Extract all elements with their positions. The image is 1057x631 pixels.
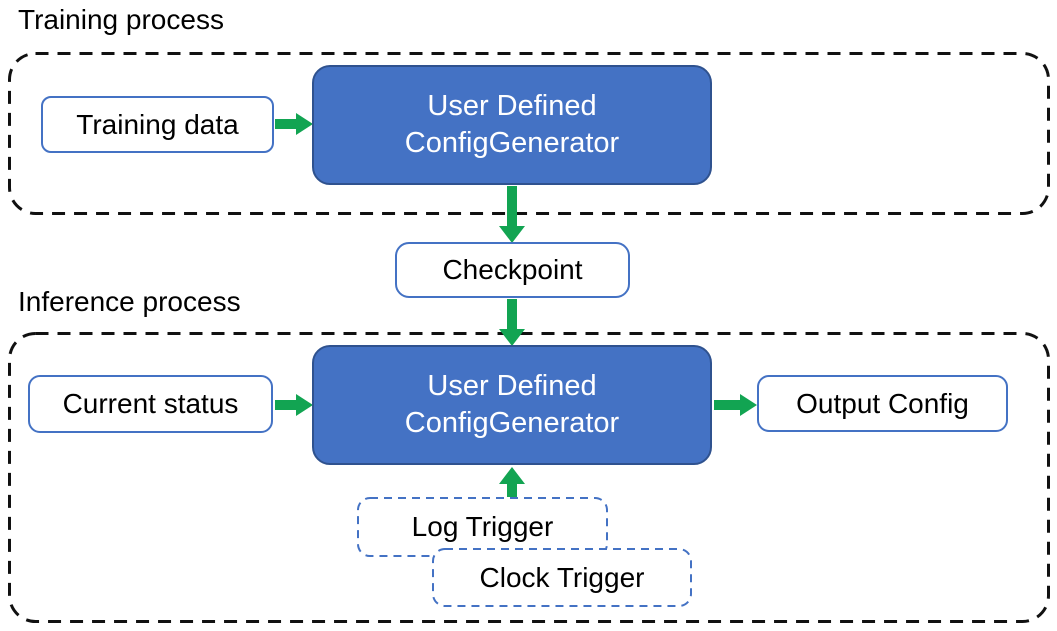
generator-label-line1: User Defined: [427, 370, 597, 402]
training-process-label: Training process: [18, 4, 224, 35]
arrow-checkpoint-to-generator: [499, 299, 525, 346]
training-data-box: Training data: [41, 96, 274, 153]
generator-label-line2: ConfigGenerator: [404, 127, 620, 159]
generator-label-line1: User Defined: [427, 90, 597, 122]
arrow-current-status-to-generator: [275, 394, 313, 416]
generator-label-line2: ConfigGenerator: [404, 407, 620, 439]
training-data-label: Training data: [76, 108, 239, 140]
arrow-training-data-to-generator: [275, 113, 313, 135]
output-config-label: Output Config: [796, 387, 969, 419]
output-config-box: Output Config: [757, 375, 1008, 432]
inference-process-label: Inference process: [18, 286, 241, 317]
clock-trigger-label: Clock Trigger: [479, 561, 645, 593]
checkpoint-label: Checkpoint: [442, 254, 583, 285]
training-config-generator-box: User Defined ConfigGenerator: [312, 65, 712, 185]
arrow-triggers-to-generator: [499, 467, 525, 497]
current-status-label: Current status: [62, 388, 239, 419]
current-status-box: Current status: [28, 375, 273, 433]
arrow-generator-to-output-config: [714, 394, 757, 416]
inference-config-generator-box: User Defined ConfigGenerator: [312, 345, 712, 465]
arrow-generator-to-checkpoint: [499, 186, 525, 243]
log-trigger-label: Log Trigger: [411, 511, 554, 542]
checkpoint-box: Checkpoint: [395, 242, 630, 298]
clock-trigger-box: Clock Trigger: [432, 548, 692, 607]
